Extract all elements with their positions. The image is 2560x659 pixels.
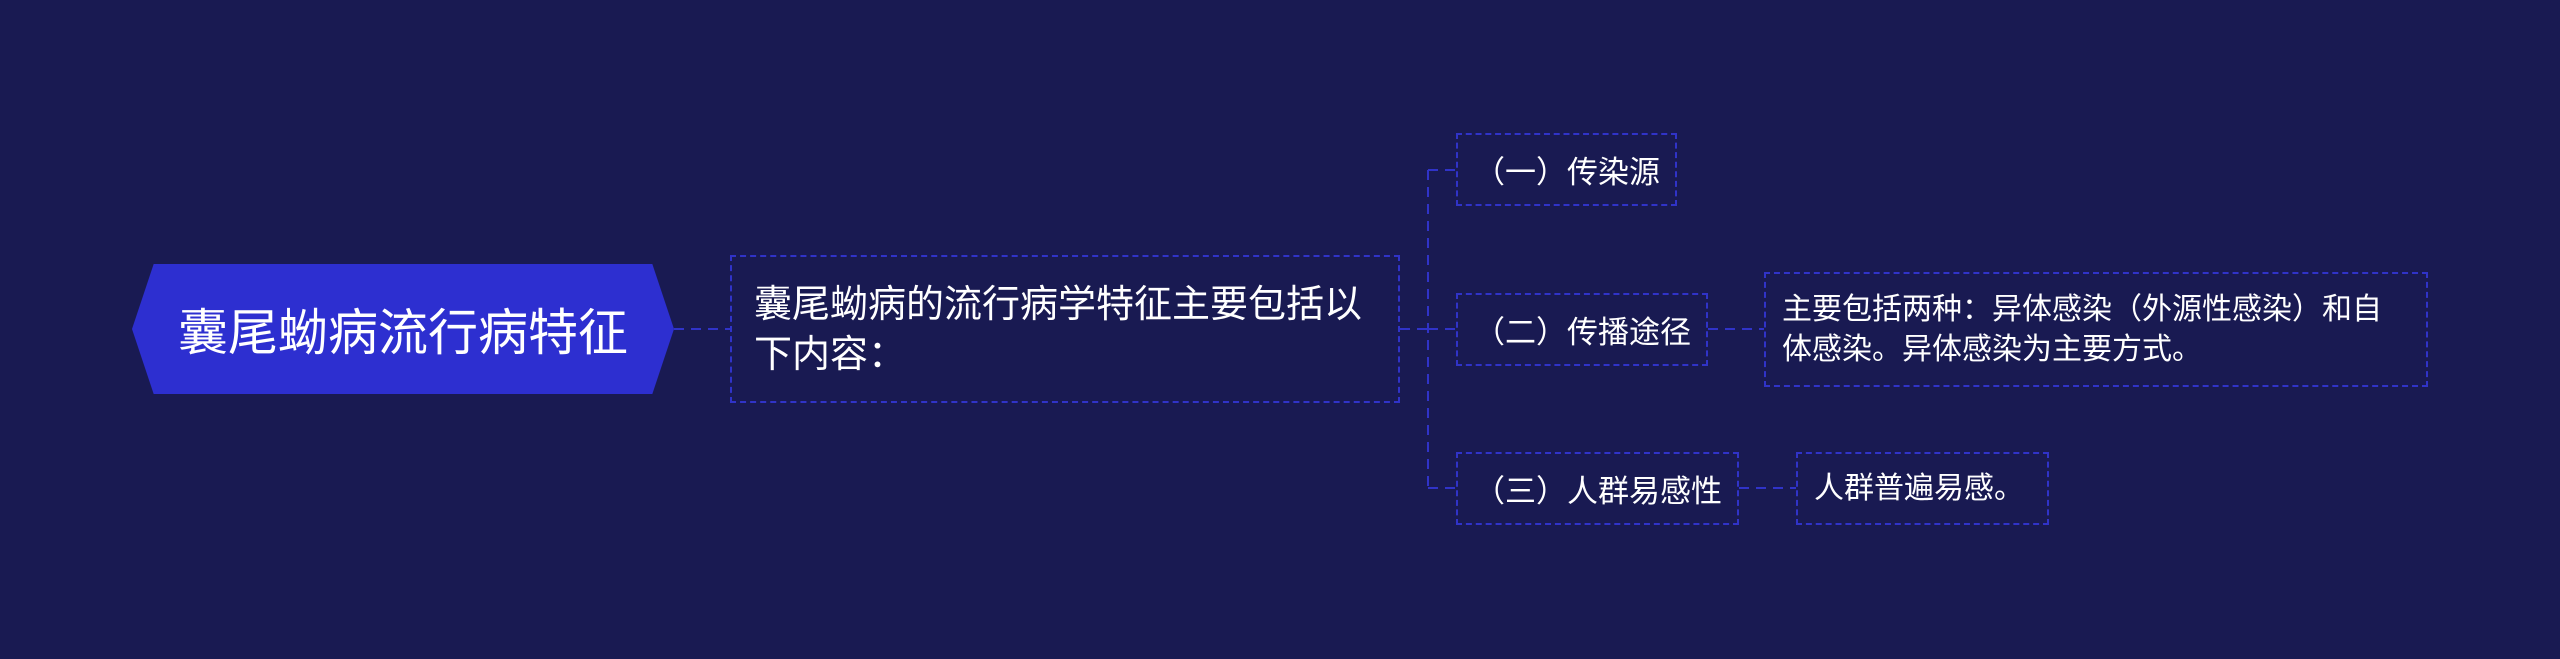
branch-label: （三）人群易感性 [1474,474,1722,510]
branch-transmission-route[interactable]: （二）传播途径 [1456,293,1708,366]
branch-source-of-infection[interactable]: （一）传染源 [1456,133,1677,206]
detail-susceptible-population[interactable]: 人群普遍易感。 [1796,452,2049,525]
branch-label: （二）传播途径 [1474,315,1691,351]
detail-transmission-route[interactable]: 主要包括两种：异体感染（外源性感染）和自体感染。异体感染为主要方式。 [1764,272,2428,387]
detail-label: 主要包括两种：异体感染（外源性感染）和自体感染。异体感染为主要方式。 [1782,291,2382,367]
detail-label: 人群普遍易感。 [1814,470,2024,506]
branch-label: （一）传染源 [1474,155,1660,191]
branch-susceptible-population[interactable]: （三）人群易感性 [1456,452,1739,525]
root-topic-label: 囊尾蚴病流行病特征 [178,304,628,362]
root-topic[interactable]: 囊尾蚴病流行病特征 [132,264,674,394]
main-topic-label: 囊尾蚴病的流行病学特征主要包括以下内容： [754,282,1363,376]
main-topic[interactable]: 囊尾蚴病的流行病学特征主要包括以下内容： [730,255,1400,403]
